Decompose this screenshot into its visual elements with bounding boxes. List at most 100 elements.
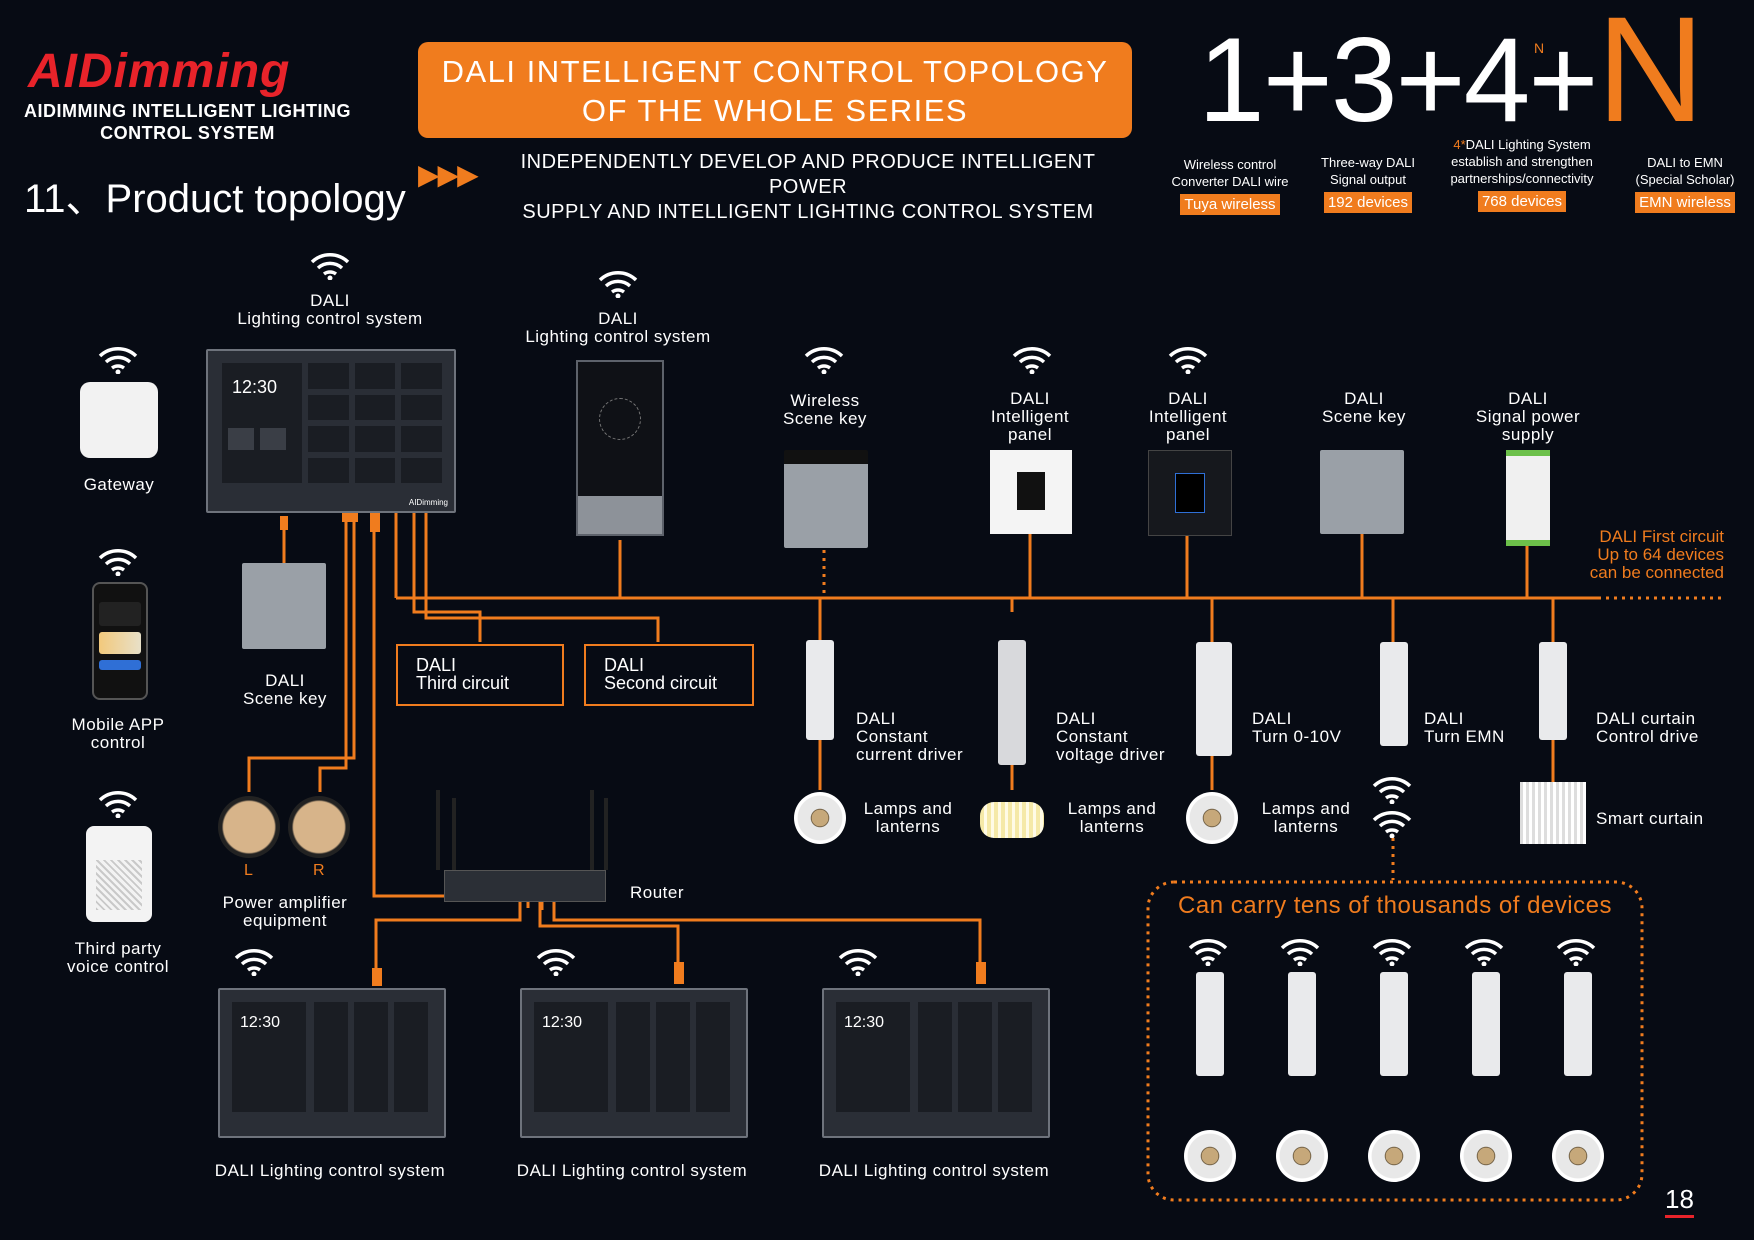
wifi-icon	[1372, 777, 1412, 804]
bottom-panel-label: DALI Lighting control system	[214, 1161, 446, 1180]
downlight-lamp	[1368, 1130, 1420, 1182]
top-device-label-line2: Intelligent	[990, 407, 1070, 426]
second-circuit-box: DALI Second circuit	[584, 644, 754, 706]
speaker-right-label: R	[313, 862, 325, 879]
wifi-icon	[1372, 811, 1412, 838]
output-label: Lamps and lanterns	[1254, 800, 1358, 836]
driver-module	[1196, 972, 1224, 1076]
first-circuit-line1: DALI First circuit	[1599, 527, 1724, 546]
formula-text: 1+3+4+	[1198, 13, 1598, 147]
driver-label-line2: Constant	[856, 727, 929, 746]
bottom-lighting-panel-2: 12:30	[520, 988, 748, 1138]
cv-driver-device	[998, 640, 1026, 765]
downlight-lamp	[1460, 1130, 1512, 1182]
panel-time: 12:30	[844, 1014, 885, 1031]
speaker-left-label: L	[244, 862, 253, 879]
driver-label-line2: Control drive	[1596, 727, 1699, 746]
dali-0-10v-device	[1196, 642, 1232, 756]
third-circuit-line2: Third circuit	[416, 673, 510, 693]
driver-label-line1: DALI	[1252, 709, 1292, 728]
downlight-lamp	[1276, 1130, 1328, 1182]
gateway-device	[80, 382, 158, 458]
driver-label-line2: Turn 0-10V	[1252, 727, 1342, 746]
signal-power-supply-device	[1506, 450, 1550, 546]
panel-scene-grid	[308, 363, 442, 483]
output-label-line1: Lamps and	[1067, 799, 1157, 818]
voice-control-label: Third party voice control	[50, 940, 186, 976]
wifi-icon	[838, 949, 878, 976]
downlight-lamp	[1552, 1130, 1604, 1182]
dali-emn-device	[1380, 642, 1408, 746]
top-device-label-line1: DALI	[1010, 389, 1050, 408]
wifi-icon	[98, 791, 138, 818]
top-device-label-line3: panel	[1007, 425, 1053, 444]
panel-time: 12:30	[542, 1014, 583, 1031]
gateway-label: Gateway	[83, 475, 155, 494]
tagline: INDEPENDENTLY DEVELOP AND PRODUCE INTELL…	[488, 150, 1128, 225]
main-panel-label-line1: DALI	[310, 291, 350, 310]
wifi-icon	[804, 347, 844, 374]
driver-label-line1: DALI	[856, 709, 896, 728]
bottom-lighting-panel-3: 12:30	[822, 988, 1050, 1138]
output-label-line2: lanterns	[1273, 817, 1339, 836]
page-number: 18	[1665, 1184, 1694, 1218]
wifi-icon	[98, 347, 138, 374]
banner-title-line2: OF THE WHOLE SERIES	[581, 93, 969, 128]
amplifier-label-line1: Power amplifier	[222, 893, 348, 912]
third-circuit-box: DALI Third circuit	[396, 644, 564, 706]
speaker-right	[288, 796, 350, 858]
arrow-icons: ▶▶▶	[418, 159, 479, 190]
formula-small-n: N	[1534, 40, 1545, 56]
output-label-line2: lanterns	[1079, 817, 1145, 836]
driver-label-line1: DALI	[1424, 709, 1464, 728]
top-device-label-line2: Intelligent	[1148, 407, 1228, 426]
formula-item-line1: Three-way DALI	[1321, 155, 1415, 170]
formula-item-line2: Converter DALI wire	[1171, 174, 1289, 189]
wifi-icon	[1372, 939, 1412, 966]
speaker-left	[218, 796, 280, 858]
formula-item-1: Wireless control Converter DALI wire Tuy…	[1160, 156, 1300, 215]
formula-item-line1: DALI Lighting System	[1465, 137, 1591, 152]
second-circuit-line1: DALI	[604, 655, 645, 675]
formula-item-line1: DALI to EMN	[1647, 155, 1723, 170]
panel-time: 12:30	[232, 377, 278, 397]
section-title: 11、Product topology	[24, 177, 406, 221]
bottom-lighting-panel-1: 12:30	[218, 988, 446, 1138]
driver-label-line2: Turn EMN	[1424, 727, 1505, 746]
devices-box-title: Can carry tens of thousands of devices	[1178, 892, 1612, 919]
driver-label-line3: current driver	[856, 745, 964, 764]
wifi-icon	[1280, 939, 1320, 966]
formula-item-line2: Signal output	[1330, 172, 1406, 187]
top-device-label-line1: DALI	[1168, 389, 1208, 408]
scene-key-label: DALI Scene key	[220, 672, 350, 708]
top-device-label: DALI Scene key	[1304, 390, 1424, 426]
driver-label: DALI Turn EMN	[1424, 710, 1505, 746]
wifi-icon	[234, 949, 274, 976]
scene-key-label-line1: DALI	[265, 671, 305, 690]
output-label-line2: lanterns	[875, 817, 941, 836]
top-device-label-line3: supply	[1501, 425, 1555, 444]
top-device-label-line2: Signal power	[1475, 407, 1581, 426]
cc-driver-device	[806, 640, 834, 740]
led-strip-lamp	[980, 802, 1044, 838]
router-label: Router	[630, 883, 685, 902]
main-panel-label-line2: Lighting control system	[237, 309, 423, 328]
driver-label-line2: Constant	[1056, 727, 1129, 746]
driver-label-line1: DALI curtain	[1596, 709, 1696, 728]
downlight-lamp	[1184, 1130, 1236, 1182]
second-circuit-line2: Second circuit	[604, 673, 718, 693]
driver-label-line1: DALI	[1056, 709, 1096, 728]
formula-item-line1: Wireless control	[1183, 157, 1277, 172]
bottom-panel-label: DALI Lighting control system	[818, 1161, 1050, 1180]
wifi-icon	[1464, 939, 1504, 966]
top-device-label: DALI Intelligent panel	[1128, 390, 1248, 444]
formula-item-tag: EMN wireless	[1635, 192, 1735, 213]
formula-item-line2: establish and strengthen	[1451, 154, 1593, 169]
wifi-icon	[1556, 939, 1596, 966]
first-circuit-line3: can be connected	[1589, 563, 1724, 582]
first-circuit-line2: Up to 64 devices	[1597, 545, 1724, 564]
bottom-panel-label: DALI Lighting control system	[516, 1161, 748, 1180]
title-banner: DALI INTELLIGENT CONTROL TOPOLOGY OF THE…	[418, 42, 1132, 138]
amplifier-label: Power amplifier equipment	[196, 894, 374, 930]
dali-scene-key-device	[242, 563, 326, 649]
